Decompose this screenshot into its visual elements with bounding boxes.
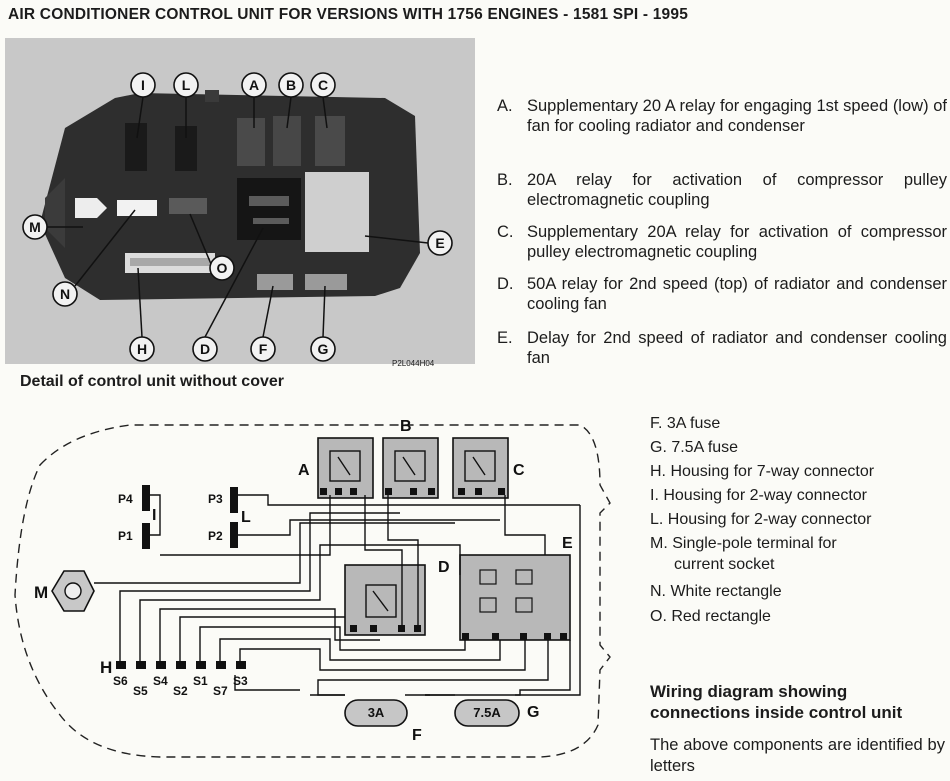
wiring-note: The above components are identified by l… <box>650 736 945 775</box>
label-e: E <box>562 535 573 552</box>
relay-a <box>317 437 374 499</box>
label-d: D <box>438 559 450 576</box>
callout-n: N <box>60 286 70 302</box>
callout-l: L <box>182 77 191 93</box>
control-unit-photo: I L A B C M N O E H D F G <box>5 38 475 364</box>
legend-text: Delay for 2nd speed of radiator and cond… <box>527 329 947 367</box>
relay-d <box>344 564 426 636</box>
label-p4: P4 <box>118 492 133 506</box>
legend-row-h: H. Housing for 7-way connector <box>650 463 875 480</box>
callout-m: M <box>29 219 41 235</box>
legend-letter: D. <box>497 275 514 293</box>
label-a: A <box>298 462 310 479</box>
label-p1: P1 <box>118 529 133 543</box>
label-p2: P2 <box>208 529 223 543</box>
photo-code: P2L044H04 <box>392 359 435 368</box>
legend-row-m: M. Single-pole terminal for <box>650 535 837 552</box>
callout-h: H <box>137 341 147 357</box>
photo-caption: Detail of control unit without cover <box>20 373 284 390</box>
legend-row-g: G. 7.5A fuse <box>650 439 739 456</box>
label-b: B <box>400 418 412 435</box>
legend-letter: B. <box>497 171 513 189</box>
legend-letter: A. <box>497 97 513 115</box>
wiring-diagram: B A C D E I L M H F G P4 P1 P3 P2 S6 S5 … <box>14 418 611 758</box>
label-c: C <box>513 462 525 479</box>
legend-letter: E. <box>497 329 513 347</box>
label-s3: S3 <box>233 674 248 688</box>
callout-g: G <box>318 341 329 357</box>
label-s1: S1 <box>193 674 208 688</box>
label-m: M <box>34 583 48 602</box>
fuse-3a-label: 3A <box>368 705 385 720</box>
label-i: I <box>152 507 156 524</box>
legend-text: 50A relay for 2nd speed (top) of radiato… <box>527 275 947 313</box>
legend-text: Supplementary 20A relay for activation o… <box>527 223 947 261</box>
legend-letter: C. <box>497 223 514 241</box>
label-s6: S6 <box>113 674 128 688</box>
delay-e <box>459 554 571 641</box>
legend-row-o: O. Red rectangle <box>650 608 771 625</box>
legend-row-l: L. Housing for 2-way connector <box>650 511 872 528</box>
fuse-7-5a <box>454 699 520 727</box>
label-s4: S4 <box>153 674 168 688</box>
label-l: L <box>241 509 251 526</box>
legend-row-i: I. Housing for 2-way connector <box>650 487 867 504</box>
fuse-7-5a-label: 7.5A <box>473 705 501 720</box>
label-s2: S2 <box>173 684 188 698</box>
callout-f: F <box>259 341 268 357</box>
callout-c: C <box>318 77 328 93</box>
legend-text: 20A relay for activation of compressor p… <box>527 171 947 209</box>
wiring-title: Wiring diagram showing connections insid… <box>650 682 903 722</box>
legend-row-f: F. 3A fuse <box>650 415 721 432</box>
callout-i: I <box>141 77 145 93</box>
label-g: G <box>527 704 539 721</box>
page-title: AIR CONDITIONER CONTROL UNIT FOR VERSION… <box>8 6 689 23</box>
legend-text: Supplementary 20 A relay for engaging 1s… <box>527 97 947 135</box>
label-p3: P3 <box>208 492 223 506</box>
callout-a: A <box>249 77 259 93</box>
label-f: F <box>412 727 422 744</box>
fuse-3a <box>344 699 408 727</box>
callout-d: D <box>200 341 210 357</box>
label-s7: S7 <box>213 684 228 698</box>
callout-o: O <box>217 260 228 276</box>
legend-row-m-cont: current socket <box>674 556 775 573</box>
label-h: H <box>100 658 112 677</box>
legend-row-n: N. White rectangle <box>650 583 782 600</box>
callout-b: B <box>286 77 296 93</box>
label-s5: S5 <box>133 684 148 698</box>
callout-e: E <box>435 235 444 251</box>
